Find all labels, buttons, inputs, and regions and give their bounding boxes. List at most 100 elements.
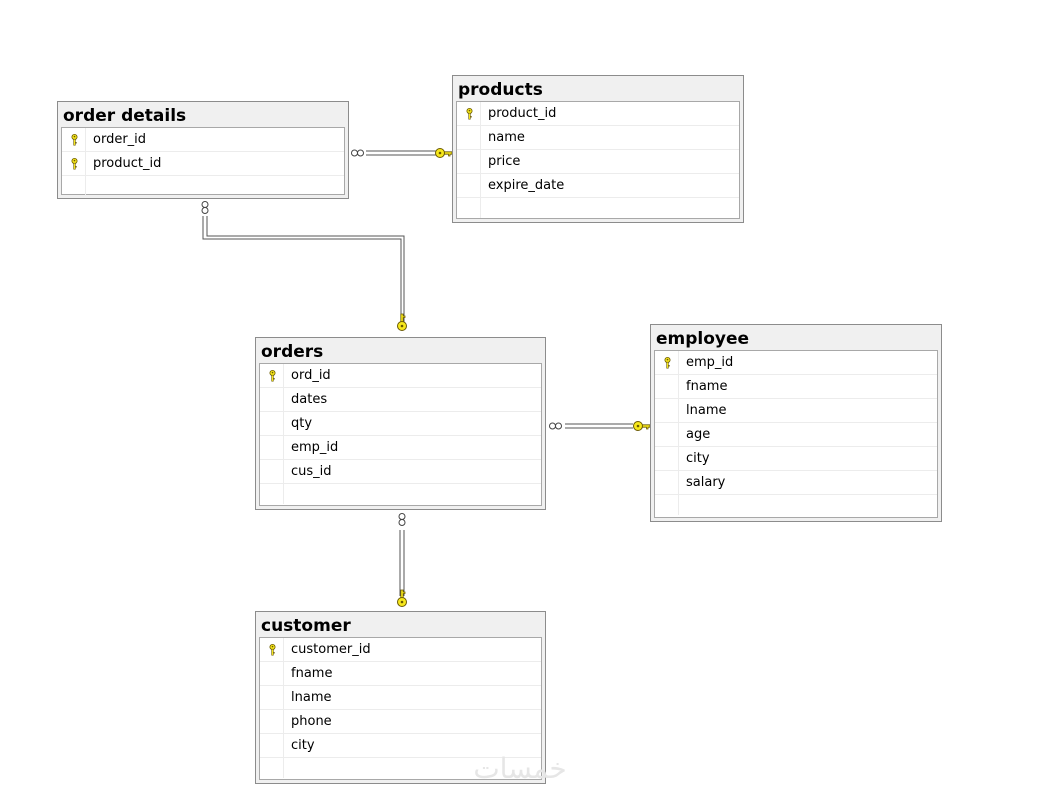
- column-row[interactable]: order_id: [62, 128, 344, 152]
- row-gutter: [260, 388, 284, 411]
- column-row[interactable]: product_id: [62, 152, 344, 176]
- column-row[interactable]: ord_id: [260, 364, 541, 388]
- column-name: expire_date: [488, 178, 565, 193]
- column-row[interactable]: price: [457, 150, 739, 174]
- column-row[interactable]: city: [260, 734, 541, 758]
- column-row[interactable]: lname: [655, 399, 937, 423]
- column-row[interactable]: age: [655, 423, 937, 447]
- table-title: employee: [656, 329, 750, 349]
- table-title: customer: [261, 616, 351, 636]
- row-gutter: [62, 128, 86, 151]
- primary-key-icon: [71, 158, 78, 170]
- row-gutter: [457, 150, 481, 173]
- row-gutter: [655, 471, 679, 494]
- column-row[interactable]: customer_id: [260, 638, 541, 662]
- row-gutter: [655, 399, 679, 422]
- primary-key-icon: [664, 357, 671, 369]
- column-name: city: [686, 451, 710, 466]
- row-gutter: [655, 351, 679, 374]
- column-name: product_id: [488, 106, 557, 121]
- row-gutter: [260, 758, 284, 778]
- row-gutter: [260, 436, 284, 459]
- column-row[interactable]: fname: [260, 662, 541, 686]
- primary-key-icon: [269, 370, 276, 382]
- row-gutter: [260, 686, 284, 709]
- column-name: salary: [686, 475, 726, 490]
- column-name: customer_id: [291, 642, 371, 657]
- column-name: fname: [686, 379, 728, 394]
- empty-row: [260, 758, 541, 778]
- column-row[interactable]: lname: [260, 686, 541, 710]
- column-row[interactable]: emp_id: [655, 351, 937, 375]
- column-name: product_id: [93, 156, 162, 171]
- one-end-key-icon: [633, 421, 651, 431]
- row-gutter: [260, 412, 284, 435]
- row-gutter: [655, 447, 679, 470]
- column-row[interactable]: qty: [260, 412, 541, 436]
- table-title: products: [458, 80, 543, 100]
- column-name: ord_id: [291, 368, 331, 383]
- column-row[interactable]: salary: [655, 471, 937, 495]
- column-row[interactable]: dates: [260, 388, 541, 412]
- column-row[interactable]: emp_id: [260, 436, 541, 460]
- column-name: age: [686, 427, 711, 442]
- one-end-key-icon: [435, 148, 453, 158]
- table-title: order details: [63, 106, 187, 126]
- column-name: dates: [291, 392, 328, 407]
- row-gutter: [260, 710, 284, 733]
- one-end-key-icon: [397, 313, 407, 331]
- column-name: price: [488, 154, 521, 169]
- primary-key-icon: [466, 108, 473, 120]
- primary-key-icon: [269, 644, 276, 656]
- column-row[interactable]: phone: [260, 710, 541, 734]
- rel-orderdetails-products[interactable]: [351, 148, 453, 158]
- row-gutter: [457, 198, 481, 218]
- many-end-icon: [351, 149, 364, 157]
- rel-orders-customer[interactable]: [397, 513, 407, 607]
- column-name: cus_id: [291, 464, 332, 479]
- table-order-details[interactable]: order details order_id product_id: [57, 101, 349, 199]
- row-gutter: [260, 364, 284, 387]
- column-row[interactable]: product_id: [457, 102, 739, 126]
- column-list: order_id product_id: [61, 127, 345, 196]
- column-name: emp_id: [291, 440, 339, 455]
- column-name: name: [488, 130, 525, 145]
- row-gutter: [655, 495, 679, 515]
- many-end-icon: [398, 513, 406, 526]
- primary-key-icon: [71, 134, 78, 146]
- row-gutter: [457, 126, 481, 149]
- column-row[interactable]: city: [655, 447, 937, 471]
- column-row[interactable]: cus_id: [260, 460, 541, 484]
- column-row[interactable]: name: [457, 126, 739, 150]
- many-end-icon: [549, 422, 562, 430]
- column-row[interactable]: fname: [655, 375, 937, 399]
- one-end-key-icon: [397, 589, 407, 607]
- column-name: lname: [686, 403, 727, 418]
- row-gutter: [260, 662, 284, 685]
- column-row[interactable]: expire_date: [457, 174, 739, 198]
- empty-row: [655, 495, 937, 515]
- empty-row: [260, 484, 541, 504]
- row-gutter: [655, 375, 679, 398]
- row-gutter: [655, 423, 679, 446]
- column-name: emp_id: [686, 355, 734, 370]
- rel-orders-employee[interactable]: [549, 421, 651, 431]
- row-gutter: [457, 102, 481, 125]
- table-title: orders: [261, 342, 324, 362]
- row-gutter: [260, 638, 284, 661]
- rel-orderdetails-orders[interactable]: [201, 201, 407, 331]
- column-name: order_id: [93, 132, 147, 147]
- row-gutter: [62, 152, 86, 175]
- column-name: lname: [291, 690, 332, 705]
- column-name: qty: [291, 416, 313, 431]
- row-gutter: [260, 734, 284, 757]
